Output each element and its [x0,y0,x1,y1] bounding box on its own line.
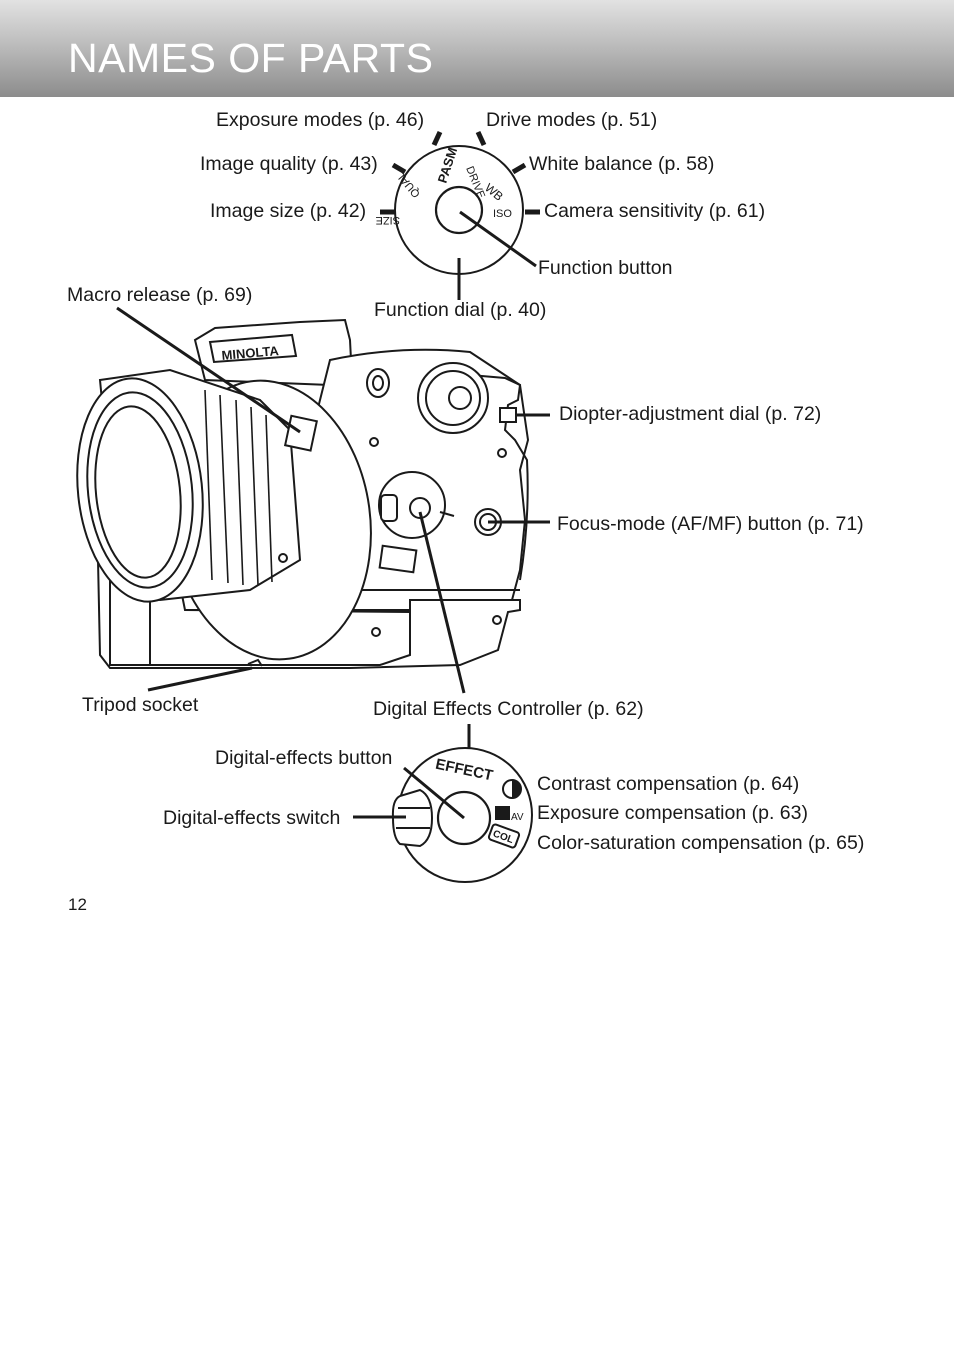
camera-brand-mark: MINOLTA [221,343,280,363]
label-focus-mode-button: Focus-mode (AF/MF) button (p. 71) [557,513,864,535]
label-contrast-compensation: Contrast compensation (p. 64) [537,773,800,795]
dial-mark-size: SIZE [376,214,400,226]
label-digital-effects-controller: Digital Effects Controller (p. 62) [373,698,644,720]
label-camera-sensitivity: Camera sensitivity (p. 61) [544,200,766,222]
dial-mark-iso: ISO [493,208,512,220]
label-exposure-compensation: Exposure compensation (p. 63) [537,802,808,824]
label-digital-effects-switch: Digital-effects switch [163,807,341,829]
label-white-balance: White balance (p. 58) [529,153,715,175]
effect-switch-closeup [391,788,434,848]
function-button-closeup [434,185,484,235]
label-digital-effects-button: Digital-effects button [215,747,393,769]
page-header: NAMES OF PARTS [0,0,954,97]
page-title: NAMES OF PARTS [68,35,434,81]
label-function-button: Function button [538,257,673,279]
label-diopter-dial: Diopter-adjustment dial (p. 72) [559,403,822,425]
label-image-quality: Image quality (p. 43) [200,153,378,175]
page-number: 12 [68,895,87,914]
effect-mark-av: AV [511,812,524,823]
label-image-size: Image size (p. 42) [210,200,367,222]
label-function-dial: Function dial (p. 40) [374,299,547,321]
label-tripod-socket: Tripod socket [82,694,199,716]
label-color-saturation-compensation: Color-saturation compensation (p. 65) [537,832,865,854]
label-drive-modes: Drive modes (p. 51) [486,109,658,131]
label-exposure-modes: Exposure modes (p. 46) [216,109,425,131]
label-macro-release: Macro release (p. 69) [67,284,253,306]
